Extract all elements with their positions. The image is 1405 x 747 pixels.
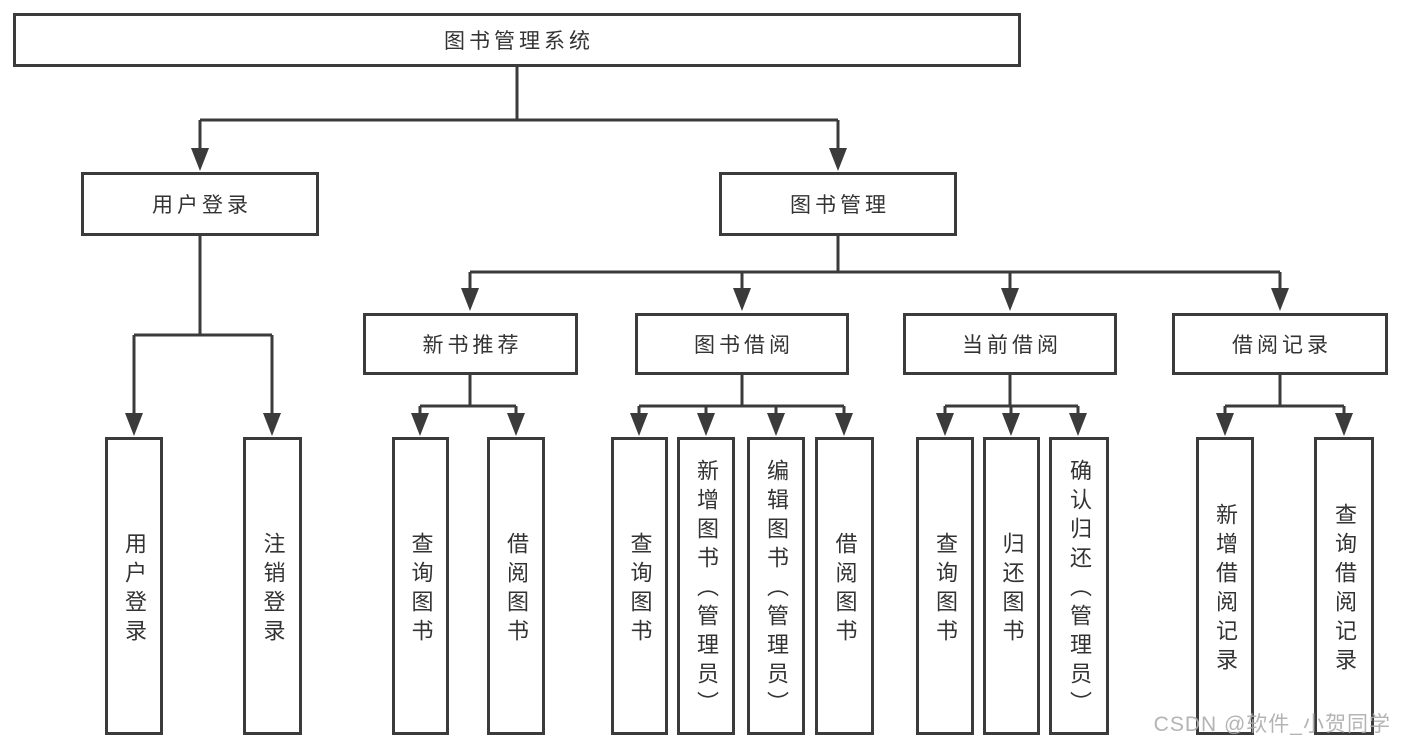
node-book-management-label: 图书管理: [790, 194, 890, 217]
node-new-book-recommend-label: 新书推荐: [422, 334, 523, 357]
leaf-borrow-book: 借阅图书: [815, 437, 874, 735]
node-new-book-recommend: 新书推荐: [363, 313, 578, 375]
leaf-newrec-borrow-book-label: 借阅图书: [504, 531, 529, 648]
leaf-user-login-label: 用户登录: [122, 531, 147, 648]
leaf-newrec-query-book: 查询图书: [392, 437, 449, 735]
node-book-borrow: 图书借阅: [635, 313, 849, 375]
leaf-add-borrow-record: 新增借阅记录: [1196, 437, 1254, 735]
leaf-user-login: 用户登录: [105, 437, 163, 735]
leaf-borrow-query-book: 查询图书: [611, 437, 668, 735]
leaf-edit-book-admin-label: 编辑图书（管理员）: [764, 459, 789, 720]
leaf-borrow-book-label: 借阅图书: [832, 531, 858, 648]
connector-strokes: [132, 67, 1346, 417]
node-user-login: 用户登录: [81, 172, 319, 236]
leaf-current-query-book: 查询图书: [916, 437, 974, 735]
leaf-logout: 注销登录: [243, 437, 302, 735]
leaf-add-book-admin-label: 新增图书（管理员）: [694, 459, 719, 720]
node-book-borrow-label: 图书借阅: [694, 334, 794, 357]
leaf-add-book-admin: 新增图书（管理员）: [677, 437, 735, 735]
leaf-logout-label: 注销登录: [260, 531, 286, 648]
node-current-borrow-label: 当前借阅: [962, 334, 1062, 357]
leaf-query-borrow-record: 查询借阅记录: [1314, 437, 1374, 735]
leaf-edit-book-admin: 编辑图书（管理员）: [747, 437, 805, 735]
leaf-borrow-query-book-label: 查询图书: [627, 531, 653, 648]
node-book-management: 图书管理: [719, 172, 957, 236]
node-borrow-records-label: 借阅记录: [1232, 334, 1332, 357]
node-root: 图书管理系统: [13, 13, 1021, 67]
leaf-current-query-book-label: 查询图书: [933, 531, 958, 648]
node-borrow-records: 借阅记录: [1172, 313, 1388, 375]
leaf-return-book: 归还图书: [983, 437, 1040, 735]
leaf-newrec-borrow-book: 借阅图书: [487, 437, 545, 735]
leaf-newrec-query-book-label: 查询图书: [408, 531, 434, 648]
node-root-label: 图书管理系统: [444, 30, 594, 53]
leaf-add-borrow-record-label: 新增借阅记录: [1213, 502, 1238, 677]
leaf-confirm-return-admin-label: 确认归还（管理员）: [1067, 459, 1092, 720]
leaf-query-borrow-record-label: 查询借阅记录: [1332, 502, 1357, 677]
leaf-return-book-label: 归还图书: [999, 531, 1025, 648]
node-user-login-label: 用户登录: [152, 194, 252, 217]
csdn-watermark: CSDN @软件_小贺同学: [1153, 713, 1391, 736]
arrowheads: [125, 148, 1353, 436]
node-current-borrow: 当前借阅: [903, 313, 1117, 375]
leaf-confirm-return-admin: 确认归还（管理员）: [1049, 437, 1109, 735]
